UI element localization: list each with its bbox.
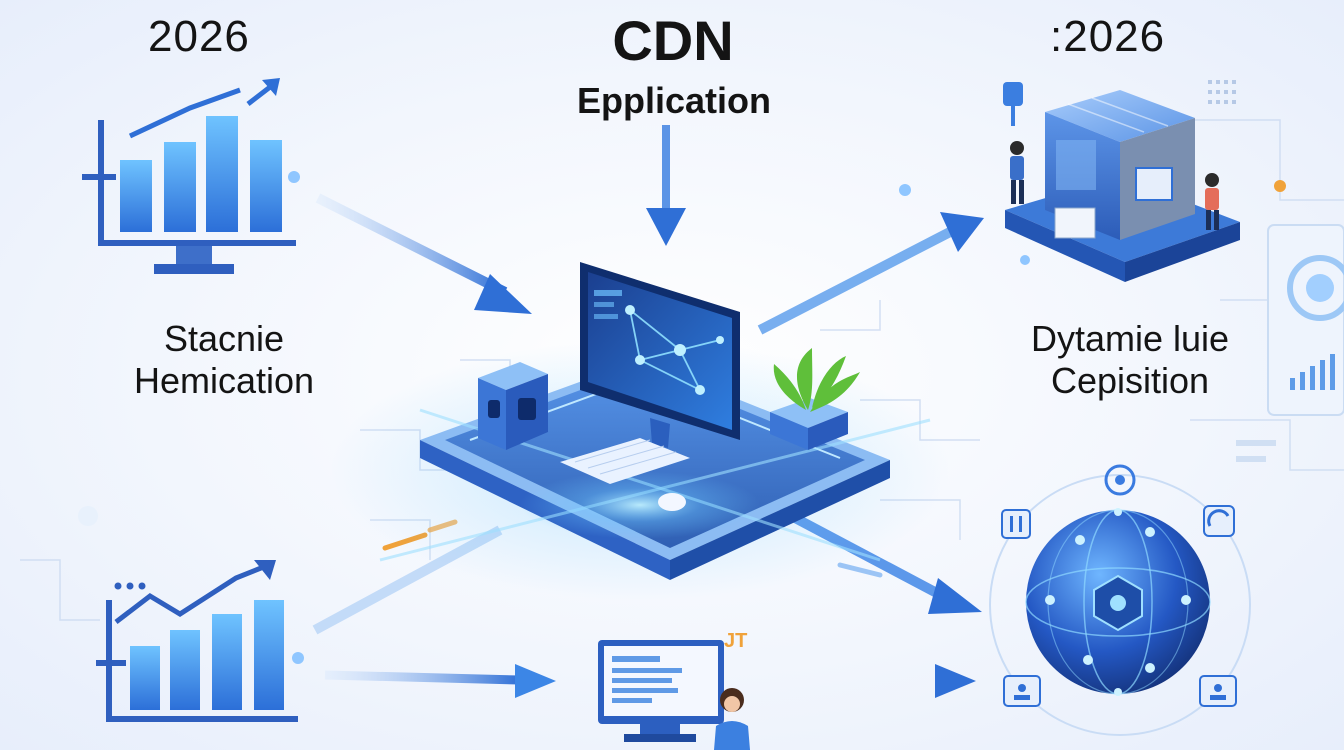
bar-chart-monitor-top <box>82 78 296 274</box>
arrow-bottom-right <box>785 664 976 698</box>
left-caption-line1: Stacnie <box>163 318 285 359</box>
right-caption-line2: Cepisition <box>1050 360 1210 401</box>
support-icon <box>1203 505 1235 537</box>
background-dots <box>78 171 1030 664</box>
bar-chart-monitor-bottom <box>96 560 298 722</box>
tools-icon <box>1001 509 1031 539</box>
arrow-left-top-diagonal <box>315 193 532 314</box>
left-year-label: 2026 <box>148 12 250 61</box>
grid-dots-icon <box>1208 80 1236 104</box>
bottom-monitor <box>598 640 724 742</box>
server-cube-top-right <box>1003 80 1286 282</box>
person-left <box>1010 141 1024 204</box>
cdn-title: CDN <box>612 9 734 72</box>
right-year-label: :2026 <box>1050 12 1166 61</box>
arrow-bottom-left-right <box>324 664 556 698</box>
left-caption-line2: Hemication <box>133 360 315 401</box>
central-workstation <box>330 262 950 600</box>
arrow-top-down <box>646 125 686 246</box>
bottom-badge: JT <box>724 630 748 652</box>
user-card-icon-left <box>1003 675 1041 707</box>
lock-icon <box>1003 82 1023 126</box>
right-dashboard-panel <box>1236 224 1344 462</box>
user-card-icon-right <box>1199 675 1237 707</box>
left-caption: Stacnie Hemication <box>104 318 344 402</box>
arrow-center-to-top-right <box>757 212 984 335</box>
target-icon <box>1104 464 1136 496</box>
right-caption-line1: Dytamie luie <box>1030 318 1230 359</box>
network-globe <box>989 464 1251 736</box>
person-bottom <box>714 688 750 750</box>
cdn-subtitle: Epplication <box>576 80 771 121</box>
right-caption: Dytamie luie Cepisition <box>1000 318 1260 402</box>
person-right <box>1205 173 1219 230</box>
